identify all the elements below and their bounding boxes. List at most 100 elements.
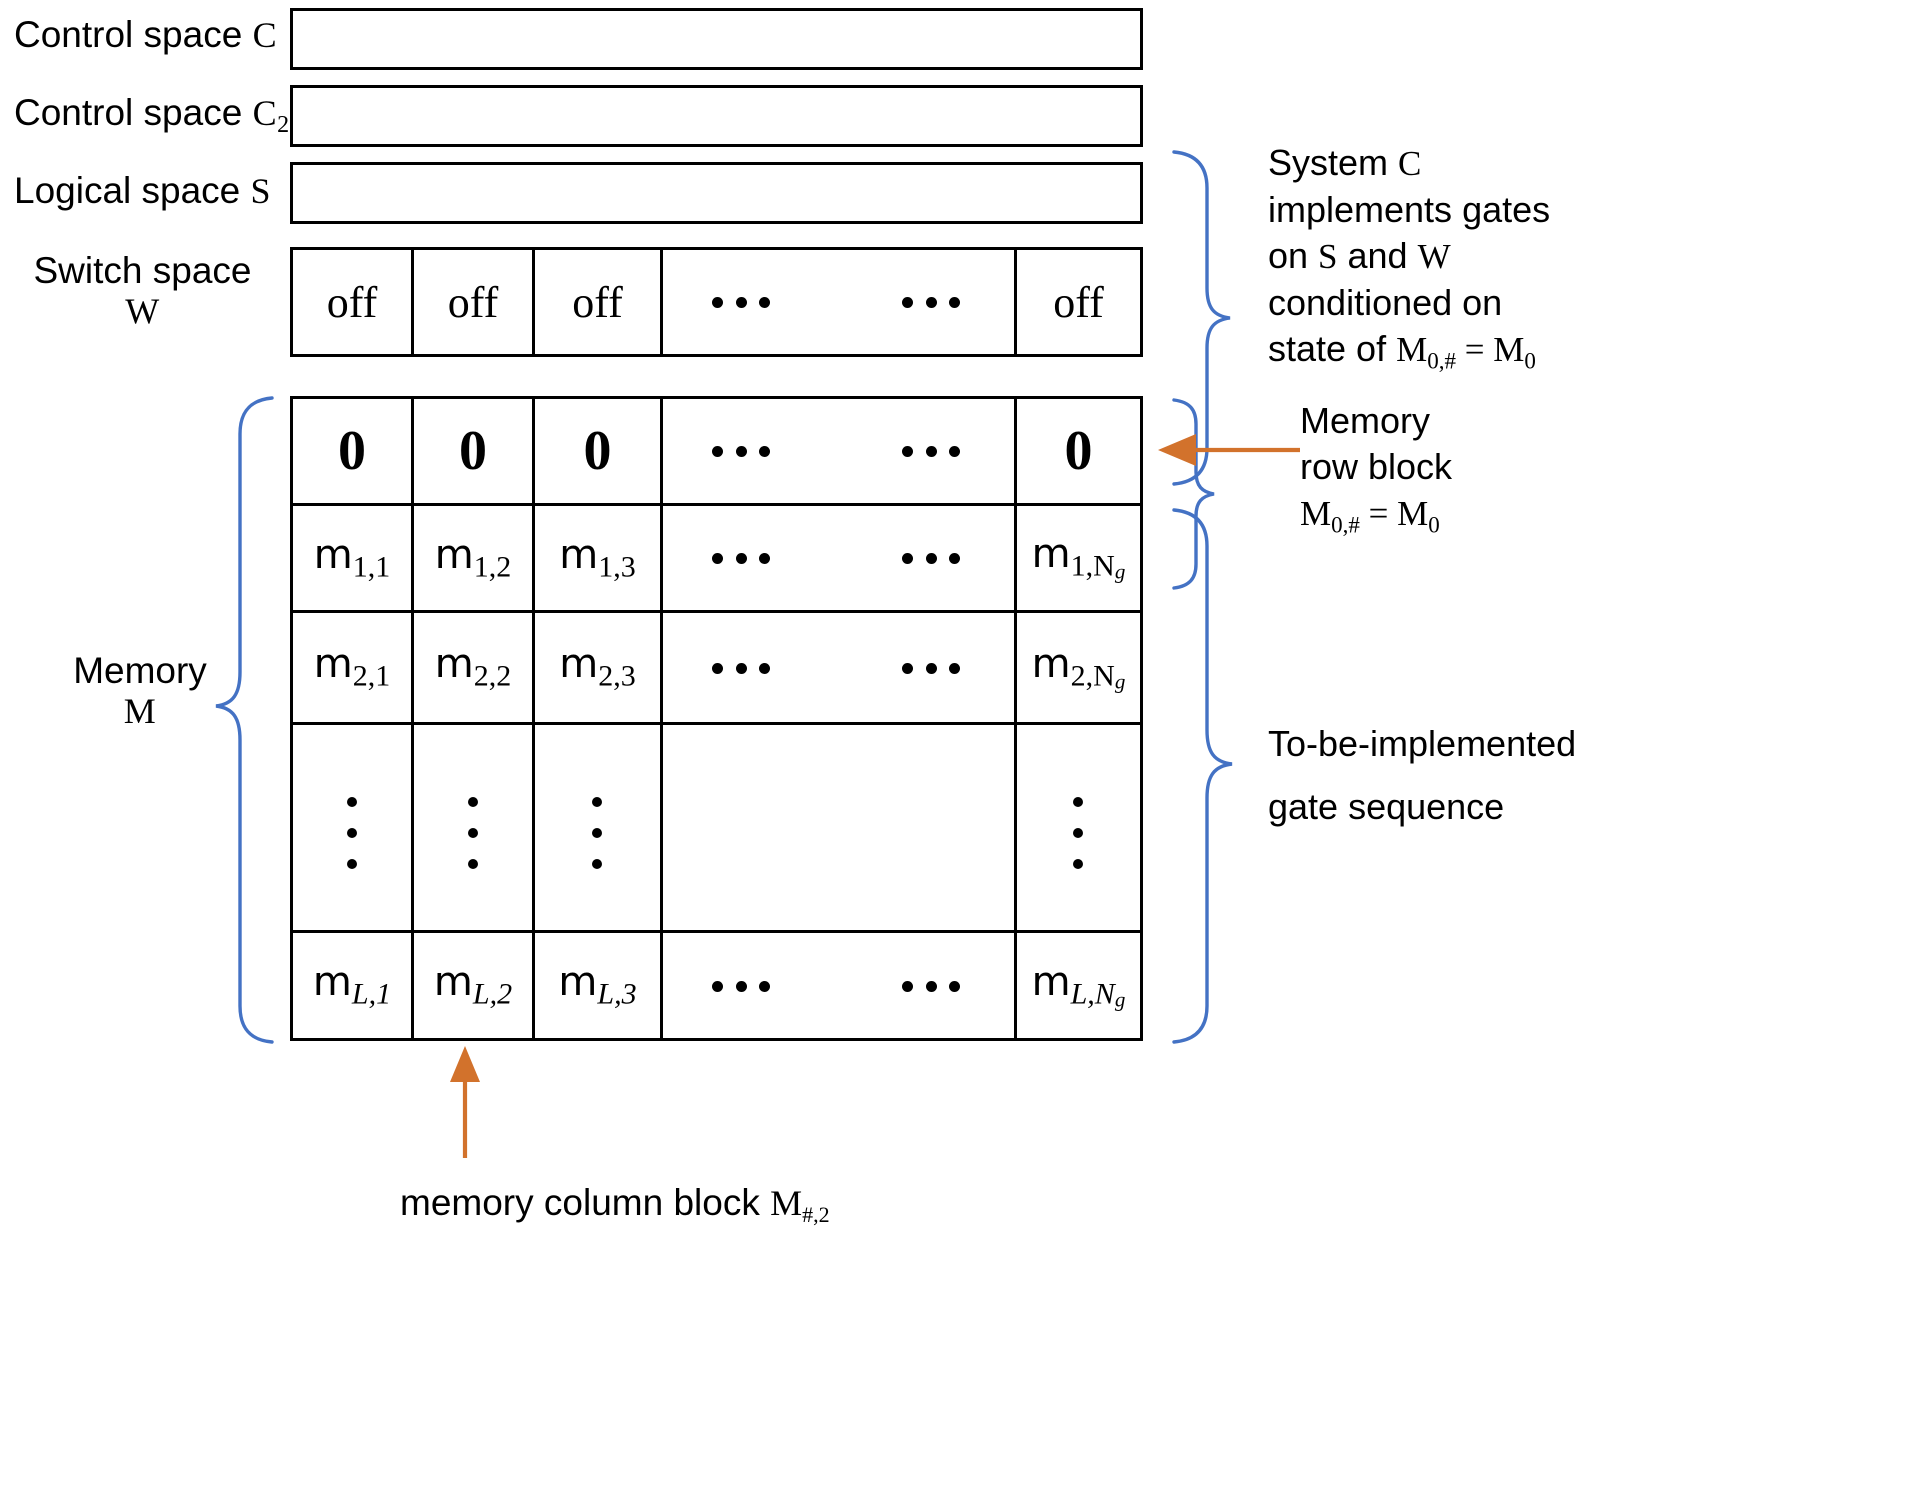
symbol-C: C (1398, 144, 1422, 183)
memory-cell-L-3: mL,3 (535, 933, 660, 1038)
annotation-memory-row-block: Memory row block M0,# = M0 (1300, 398, 1452, 540)
memory-symbol-m: m (558, 959, 598, 1006)
memory-cell-zero-3: 0 (535, 399, 660, 503)
switch-cell-off-2: off (414, 250, 532, 354)
memory-cell-label: mL,1 (313, 959, 391, 1011)
switch-cell-off-1: off (293, 250, 411, 354)
formula-M0: M (1493, 329, 1525, 369)
formula-M0-subscript: 0 (1428, 512, 1440, 538)
memory-cell-label: 0 (459, 420, 487, 482)
memory-grid-col-divider (532, 396, 535, 1041)
annotation-gate-sequence-line2: gate sequence (1268, 786, 1505, 827)
memory-cell-label: 0 (583, 420, 612, 482)
memory-symbol-subscript: L,1 (351, 977, 392, 1011)
box-control-space-c (290, 8, 1143, 70)
memory-symbol-subscript: 2,2 (473, 659, 512, 693)
memory-symbol-m: m (433, 959, 473, 1006)
formula-M: M (1396, 329, 1428, 369)
memory-cell-2-1: m2,1 (293, 613, 411, 722)
symbol-S: S (250, 171, 272, 211)
switch-grid-divider (411, 247, 414, 357)
memory-collast-vertical-ellipsis (1073, 797, 1083, 869)
memory-cell-label: m1,1 (314, 532, 390, 584)
label-control-space-c: Control space C (14, 14, 277, 55)
label-logical-space-text: Logical space (14, 170, 241, 211)
formula-M-subscript: 0,# (1331, 512, 1360, 538)
memory-cell-label: mL,2 (434, 959, 512, 1011)
symbol-M: M (123, 691, 157, 732)
label-memory: Memory M (20, 650, 260, 732)
memory-grid-col-divider (660, 396, 663, 1041)
annotation-gate-sequence-line1: To-be-implemented (1268, 723, 1577, 764)
memory-symbol-m: m (434, 641, 474, 688)
memory-symbol-m: m (313, 531, 353, 578)
memory-col1-vertical-ellipsis (347, 797, 357, 869)
memory-cell-label: m2,2 (435, 641, 511, 693)
memory-symbol-m: m (1031, 958, 1071, 1005)
memory-symbol-subscript: 1,3 (598, 550, 636, 584)
memory-symbol-m: m (313, 641, 353, 688)
annotation-system-c-line4: conditioned on (1268, 281, 1503, 323)
memory-cell-label: m2,3 (559, 641, 635, 693)
memory-symbol-subsubscript: g (1114, 987, 1126, 1012)
symbol-C2: C (252, 93, 278, 133)
memory-cell-2-2: m2,2 (414, 613, 532, 722)
memory-symbol-m: m (559, 531, 599, 578)
formula-M0-subscript: 0 (1524, 348, 1536, 374)
memory-col2-vertical-ellipsis (468, 797, 478, 869)
annotation-system-c-line1: System C (1268, 142, 1422, 183)
switch-grid-divider (532, 247, 535, 357)
annotation-system-c: System C implements gates on S and W con… (1268, 140, 1550, 376)
label-logical-space: Logical space S (14, 170, 271, 211)
memory-cell-L-last: mL,Ng (1017, 933, 1140, 1038)
formula-M-subscript: #,2 (802, 1202, 830, 1228)
label-control-space-c2: Control space C2 (14, 92, 289, 139)
symbol-S: S (1318, 236, 1338, 276)
annotation-memory-row-block-line3: M0,# = M0 (1300, 494, 1440, 538)
symbol-C2-subscript: 2 (277, 112, 290, 139)
memory-symbol-subscript: L,3 (597, 977, 637, 1011)
label-control-space-c2-text: Control space (14, 92, 243, 133)
label-control-space-c-text: Control space (14, 14, 243, 55)
caption-memory-column-block: memory column block M#,2 (400, 1182, 830, 1228)
memory-grid-row-divider (290, 722, 1143, 725)
memory-cell-label: m1,Ng (1032, 531, 1126, 585)
formula-M: M (1300, 494, 1332, 534)
annotation-memory-row-block-line2: row block (1300, 446, 1453, 488)
annotation-system-c-line3: on S and W (1268, 234, 1451, 276)
label-switch-space: Switch space W (10, 250, 275, 332)
box-logical-space (290, 162, 1143, 224)
memory-symbol-m: m (434, 531, 474, 578)
memory-symbol-subsubscript: g (1114, 559, 1126, 584)
memory-cell-L-1: mL,1 (293, 933, 411, 1038)
memory-cell-2-3: m2,3 (535, 613, 660, 722)
arrow-left-icon (1158, 434, 1300, 466)
memory-symbol-subscript: 1,1 (352, 550, 391, 584)
caption-text: memory column block (400, 1182, 771, 1223)
memory-cell-1-last: m1,Ng (1017, 506, 1140, 610)
memory-cell-zero-1: 0 (293, 399, 411, 503)
memory-cell-1-3: m1,3 (535, 506, 660, 610)
brace-memory-row-block-icon (1172, 398, 1215, 590)
memory-cell-label: mL,3 (558, 959, 636, 1011)
memory-grid-col-divider (411, 396, 414, 1041)
memory-cell-label: 0 (1064, 420, 1093, 482)
memory-cell-label: m1,3 (559, 532, 635, 584)
switch-cell-off-3: off (535, 250, 660, 354)
annotation-memory-row-block-line1: Memory (1300, 400, 1431, 441)
memory-cell-label: m2,Ng (1032, 641, 1126, 695)
memory-symbol-m: m (1031, 640, 1071, 687)
memory-grid-row-divider (290, 503, 1143, 506)
memory-cell-label: m2,1 (314, 641, 390, 693)
memory-cell-label: 0 (338, 420, 366, 482)
memory-symbol-subscript: 1,N (1070, 549, 1115, 583)
switch-grid-divider (1014, 247, 1017, 357)
memory-grid-row-divider (290, 930, 1143, 933)
brace-gate-sequence-icon (1172, 508, 1233, 1044)
memory-cell-zero-last: 0 (1017, 399, 1140, 503)
memory-col3-vertical-ellipsis (592, 797, 602, 869)
symbol-C: C (252, 15, 278, 55)
switch-cell-label: off (572, 277, 623, 327)
switch-cell-label: off (326, 277, 378, 327)
